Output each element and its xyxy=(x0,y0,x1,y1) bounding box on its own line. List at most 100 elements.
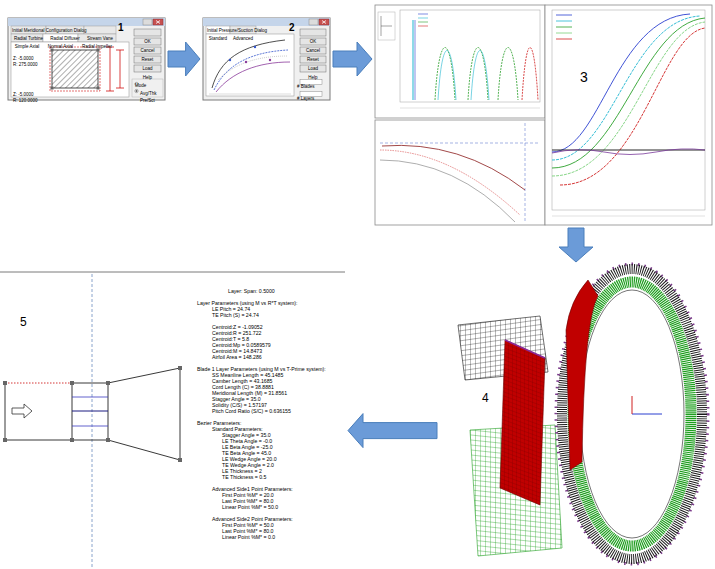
text-slot: Initial Meridional Configuration Dialog xyxy=(12,18,87,36)
tab-label: Advanced xyxy=(233,35,253,43)
label-slot: Stream Vane xyxy=(84,26,116,44)
label-slot: Cancel xyxy=(300,38,326,56)
radio-label: Avg/Thk xyxy=(140,91,156,97)
parameter-line: Centroid:R = 251.722 xyxy=(212,330,261,336)
parameter-line: Standard Parameters: xyxy=(212,426,263,432)
button-label: Reset xyxy=(142,56,154,63)
coordinate-label: R: 120.0000 xyxy=(13,98,38,104)
parameter-line: Linear Point %M* = 50.0 xyxy=(222,504,278,510)
flow-arrow xyxy=(559,228,593,262)
label-slot: Mode xyxy=(135,73,146,91)
label-slot: Pitch Cord Ratio (S/C) = 0.636155 xyxy=(212,399,291,417)
blade-3d-model xyxy=(458,264,708,564)
tab-label: Radial Impeller xyxy=(82,43,112,51)
label-slot: Z: -5.0000 xyxy=(13,82,34,100)
parameter-line: Solidity (C/S) = 1.57197 xyxy=(212,402,267,408)
flow-arrow xyxy=(168,42,200,76)
button-label: Load xyxy=(142,65,152,72)
parameter-line: Centroid:T = 5.8 xyxy=(212,336,249,342)
parameter-line: Stagger Angle = 35.0 xyxy=(212,396,261,402)
radio-label: Pre/Sct xyxy=(140,98,155,104)
parameter-line: TE Wedge Angle = 2.0 xyxy=(222,462,274,468)
label-slot: Linear Point %M* = 0.0 xyxy=(222,525,275,543)
parameter-line: Layer: Span: 0.5000 xyxy=(228,288,275,294)
tab-label: Simple Axial xyxy=(15,43,40,51)
label-slot: Reset xyxy=(300,47,326,65)
label-slot: R: 275.0000 xyxy=(13,52,38,70)
text-slot: 1 xyxy=(118,17,124,35)
output-panel: 5 xyxy=(0,270,345,569)
label-slot: TE Pitch (S) = 24.74 xyxy=(212,303,259,321)
parameter-line: Airfoil Area = 148.286 xyxy=(212,354,262,360)
parameter-line: Centroid:Mp = 0.0589579 xyxy=(212,342,271,348)
meridional-view xyxy=(0,272,345,569)
label-slot: Radial Impeller xyxy=(78,34,116,52)
tab-label: Radial Turbine xyxy=(14,35,43,43)
callout-number: 2 xyxy=(289,23,295,33)
parameter-line: Stagger Angle = 35.0 xyxy=(222,432,271,438)
label-slot: Advanced xyxy=(230,26,256,44)
window-title: Initial Pressure/Suction Dialog xyxy=(207,27,267,35)
field-label: # Layers xyxy=(297,96,314,101)
parameter-line: SS Meanline Length = 45.1485 xyxy=(212,372,283,378)
label-slot: TE Thickness = 0.5 xyxy=(222,465,266,483)
parameter-line: Bezier Parameters: xyxy=(197,420,241,426)
parameter-line: Meridional Length (M) = 31.8561 xyxy=(212,390,287,396)
parameter-line: LE Wedge Angle = 20.0 xyxy=(222,456,277,462)
parameter-line: First Point %M* = 20.0 xyxy=(222,492,274,498)
label-slot: Standard xyxy=(206,26,230,44)
button-label: OK xyxy=(310,38,317,45)
callout-number: 1 xyxy=(118,23,124,33)
label-slot: Linear Point %M* = 50.0 xyxy=(222,495,278,513)
flow-arrow xyxy=(348,414,437,448)
label-slot: Radial Diffuser xyxy=(46,26,84,44)
parameter-line: TE Pitch (S) = 24.74 xyxy=(212,312,259,318)
parameter-line: LE Theta Angle = -0.0 xyxy=(222,438,272,444)
pressure-suction-dialog xyxy=(203,18,330,100)
label-slot: Z: -5.0000 xyxy=(13,46,34,64)
parameter-line: Advanced Side2 Point Parameters: xyxy=(212,516,293,522)
parameter-line: Pitch Cord Ratio (S/C) = 0.636155 xyxy=(212,408,291,414)
label-slot: Cancel xyxy=(134,38,161,56)
callout-number: 5 xyxy=(20,315,27,329)
parameter-line: TE Beta Angle = 45.0 xyxy=(222,450,271,456)
callout-number: 4 xyxy=(482,391,489,405)
model-panel: 4 xyxy=(440,265,712,562)
parameter-line: Linear Point %M* = 0.0 xyxy=(222,534,275,540)
parameter-line: Blade 1 Layer Parameters (using M vs T-P… xyxy=(197,366,326,372)
parameter-line: Layer Parameters (using M vs R*T system)… xyxy=(197,300,298,306)
label-slot: Radial Turbine xyxy=(11,26,46,44)
parameter-line: Last Point %M* = 80.0 xyxy=(222,498,273,504)
button-label: OK xyxy=(144,38,151,45)
plot-windows xyxy=(375,5,712,225)
tab-label: Normal Axial xyxy=(48,43,73,51)
parameter-line: Advanced Side1 Point Parameters: xyxy=(212,486,293,492)
text-slot: 4 xyxy=(482,388,489,406)
text-slot: 2 xyxy=(289,17,295,35)
button-label: Load xyxy=(308,65,318,72)
label-slot: Reset xyxy=(134,47,161,65)
group-label: Mode xyxy=(135,83,146,89)
parameter-line: LE Thickness = 2 xyxy=(222,468,262,474)
parameter-line: LE Pitch = 24.74 xyxy=(212,306,250,312)
label-slot: Load xyxy=(300,56,326,74)
button-label: Help xyxy=(143,74,152,81)
tab-label: Stream Vane xyxy=(87,35,113,43)
label-slot: Load xyxy=(134,56,161,74)
label-slot: Normal Axial xyxy=(43,34,78,52)
label-slot: Simple Axial xyxy=(11,34,43,52)
parameter-line: TE Thickness = 0.5 xyxy=(222,474,266,480)
label-slot: # Blades xyxy=(297,74,315,92)
label-slot: Avg/Thk xyxy=(140,81,156,99)
button-label: Cancel xyxy=(140,47,154,54)
tab-label: Standard xyxy=(209,35,227,43)
text-slot: 5 xyxy=(20,312,27,330)
parameter-line: Camber Length = 43.1685 xyxy=(212,378,272,384)
label-slot: Help xyxy=(134,65,161,83)
parameter-line: Cord Length (C) = 38.8881 xyxy=(212,384,274,390)
button-label: Help xyxy=(308,74,317,81)
meridional-dialog xyxy=(8,18,165,100)
